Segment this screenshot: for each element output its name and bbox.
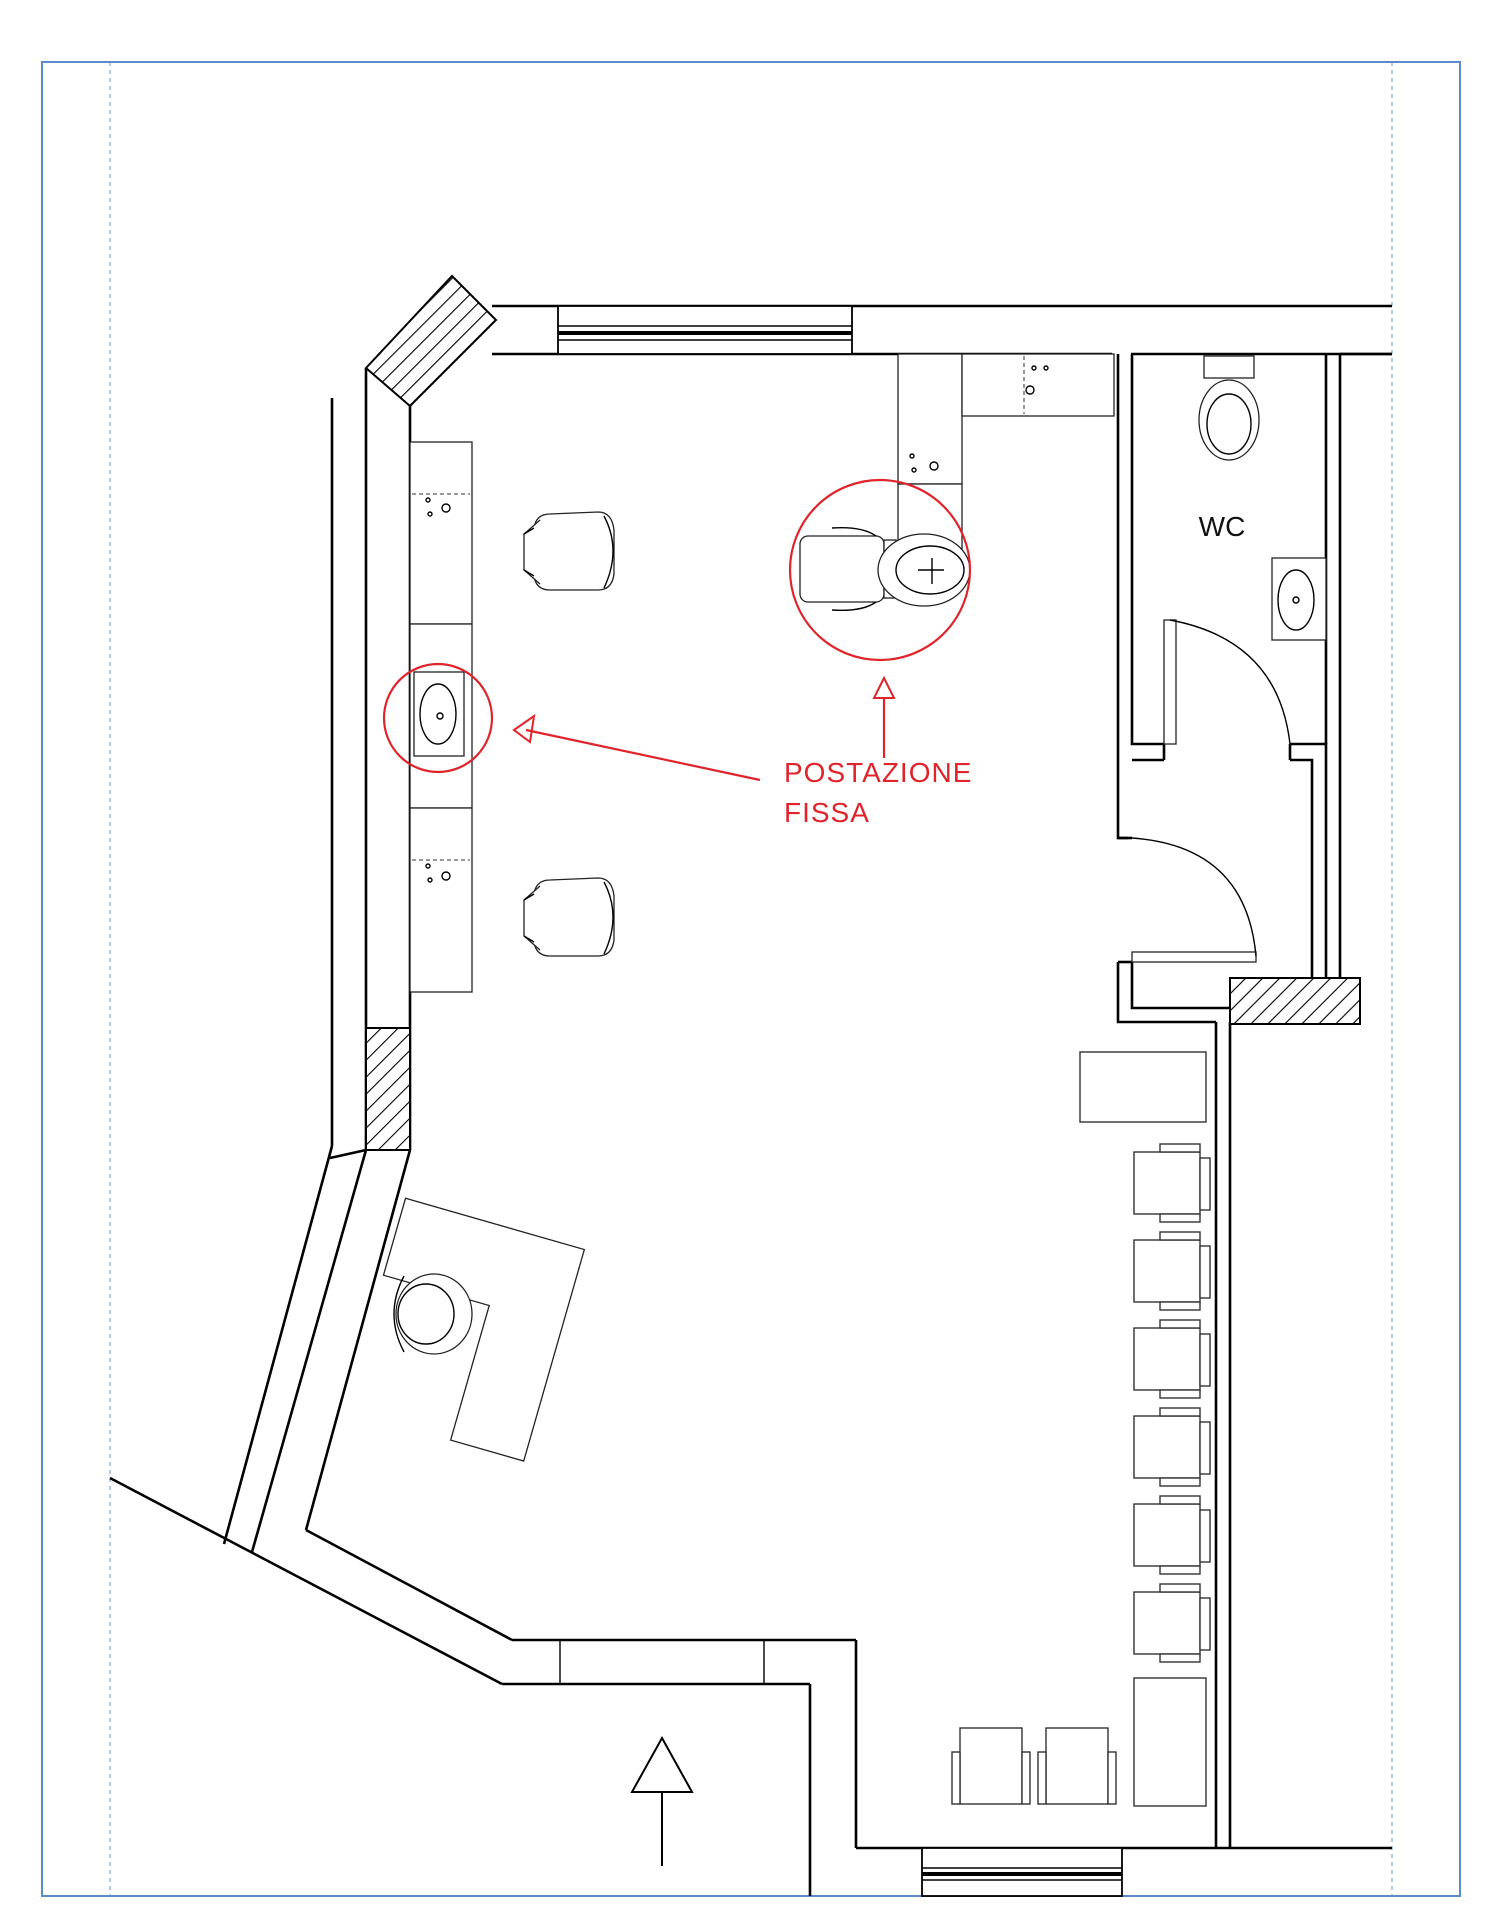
- waiting-chair: [1133, 1143, 1211, 1223]
- washbasin-icon: [1271, 557, 1327, 641]
- wc-label: WC: [1199, 511, 1246, 542]
- washbasin-icon: [413, 671, 465, 757]
- wc-door: [1163, 619, 1291, 745]
- structural-column-corner: [364, 274, 498, 408]
- display-shelf: [1133, 1677, 1207, 1807]
- highlight-circle-shampoo: [788, 478, 972, 662]
- waiting-chair: [1037, 1727, 1117, 1805]
- styling-chair: [523, 511, 615, 591]
- callout-label-line2: FISSA: [784, 797, 870, 828]
- reception-desk: [382, 1197, 586, 1462]
- counter-top: [897, 353, 1115, 555]
- callout-label-line1: POSTAZIONE: [784, 757, 972, 788]
- arrow-up-icon: [630, 1735, 694, 1866]
- structural-column-right: [1229, 977, 1361, 1025]
- toilet-icon: [1198, 355, 1260, 461]
- waiting-chair: [1133, 1495, 1211, 1575]
- anteroom-door: [1131, 837, 1257, 963]
- styling-chair: [523, 877, 615, 957]
- callout-fixed-station: POSTAZIONE FISSA: [382, 478, 972, 828]
- waiting-chair: [951, 1727, 1031, 1805]
- shampoo-chair-icon: [799, 526, 971, 612]
- waiting-chair: [1133, 1231, 1211, 1311]
- storage-cabinet: [1079, 1051, 1207, 1123]
- waiting-chair: [1133, 1407, 1211, 1487]
- waiting-chair: [1133, 1319, 1211, 1399]
- waiting-chair: [1133, 1583, 1211, 1663]
- exterior-walls: [109, 274, 1392, 1897]
- highlight-circle-basin: [382, 662, 494, 774]
- window-top: [557, 305, 853, 355]
- wc-partitions: [1116, 352, 1392, 1024]
- window-bottom: [921, 1847, 1123, 1897]
- structural-column-left: [365, 1027, 411, 1151]
- page-frame: [41, 61, 1461, 1897]
- reception-chair: [393, 1273, 473, 1355]
